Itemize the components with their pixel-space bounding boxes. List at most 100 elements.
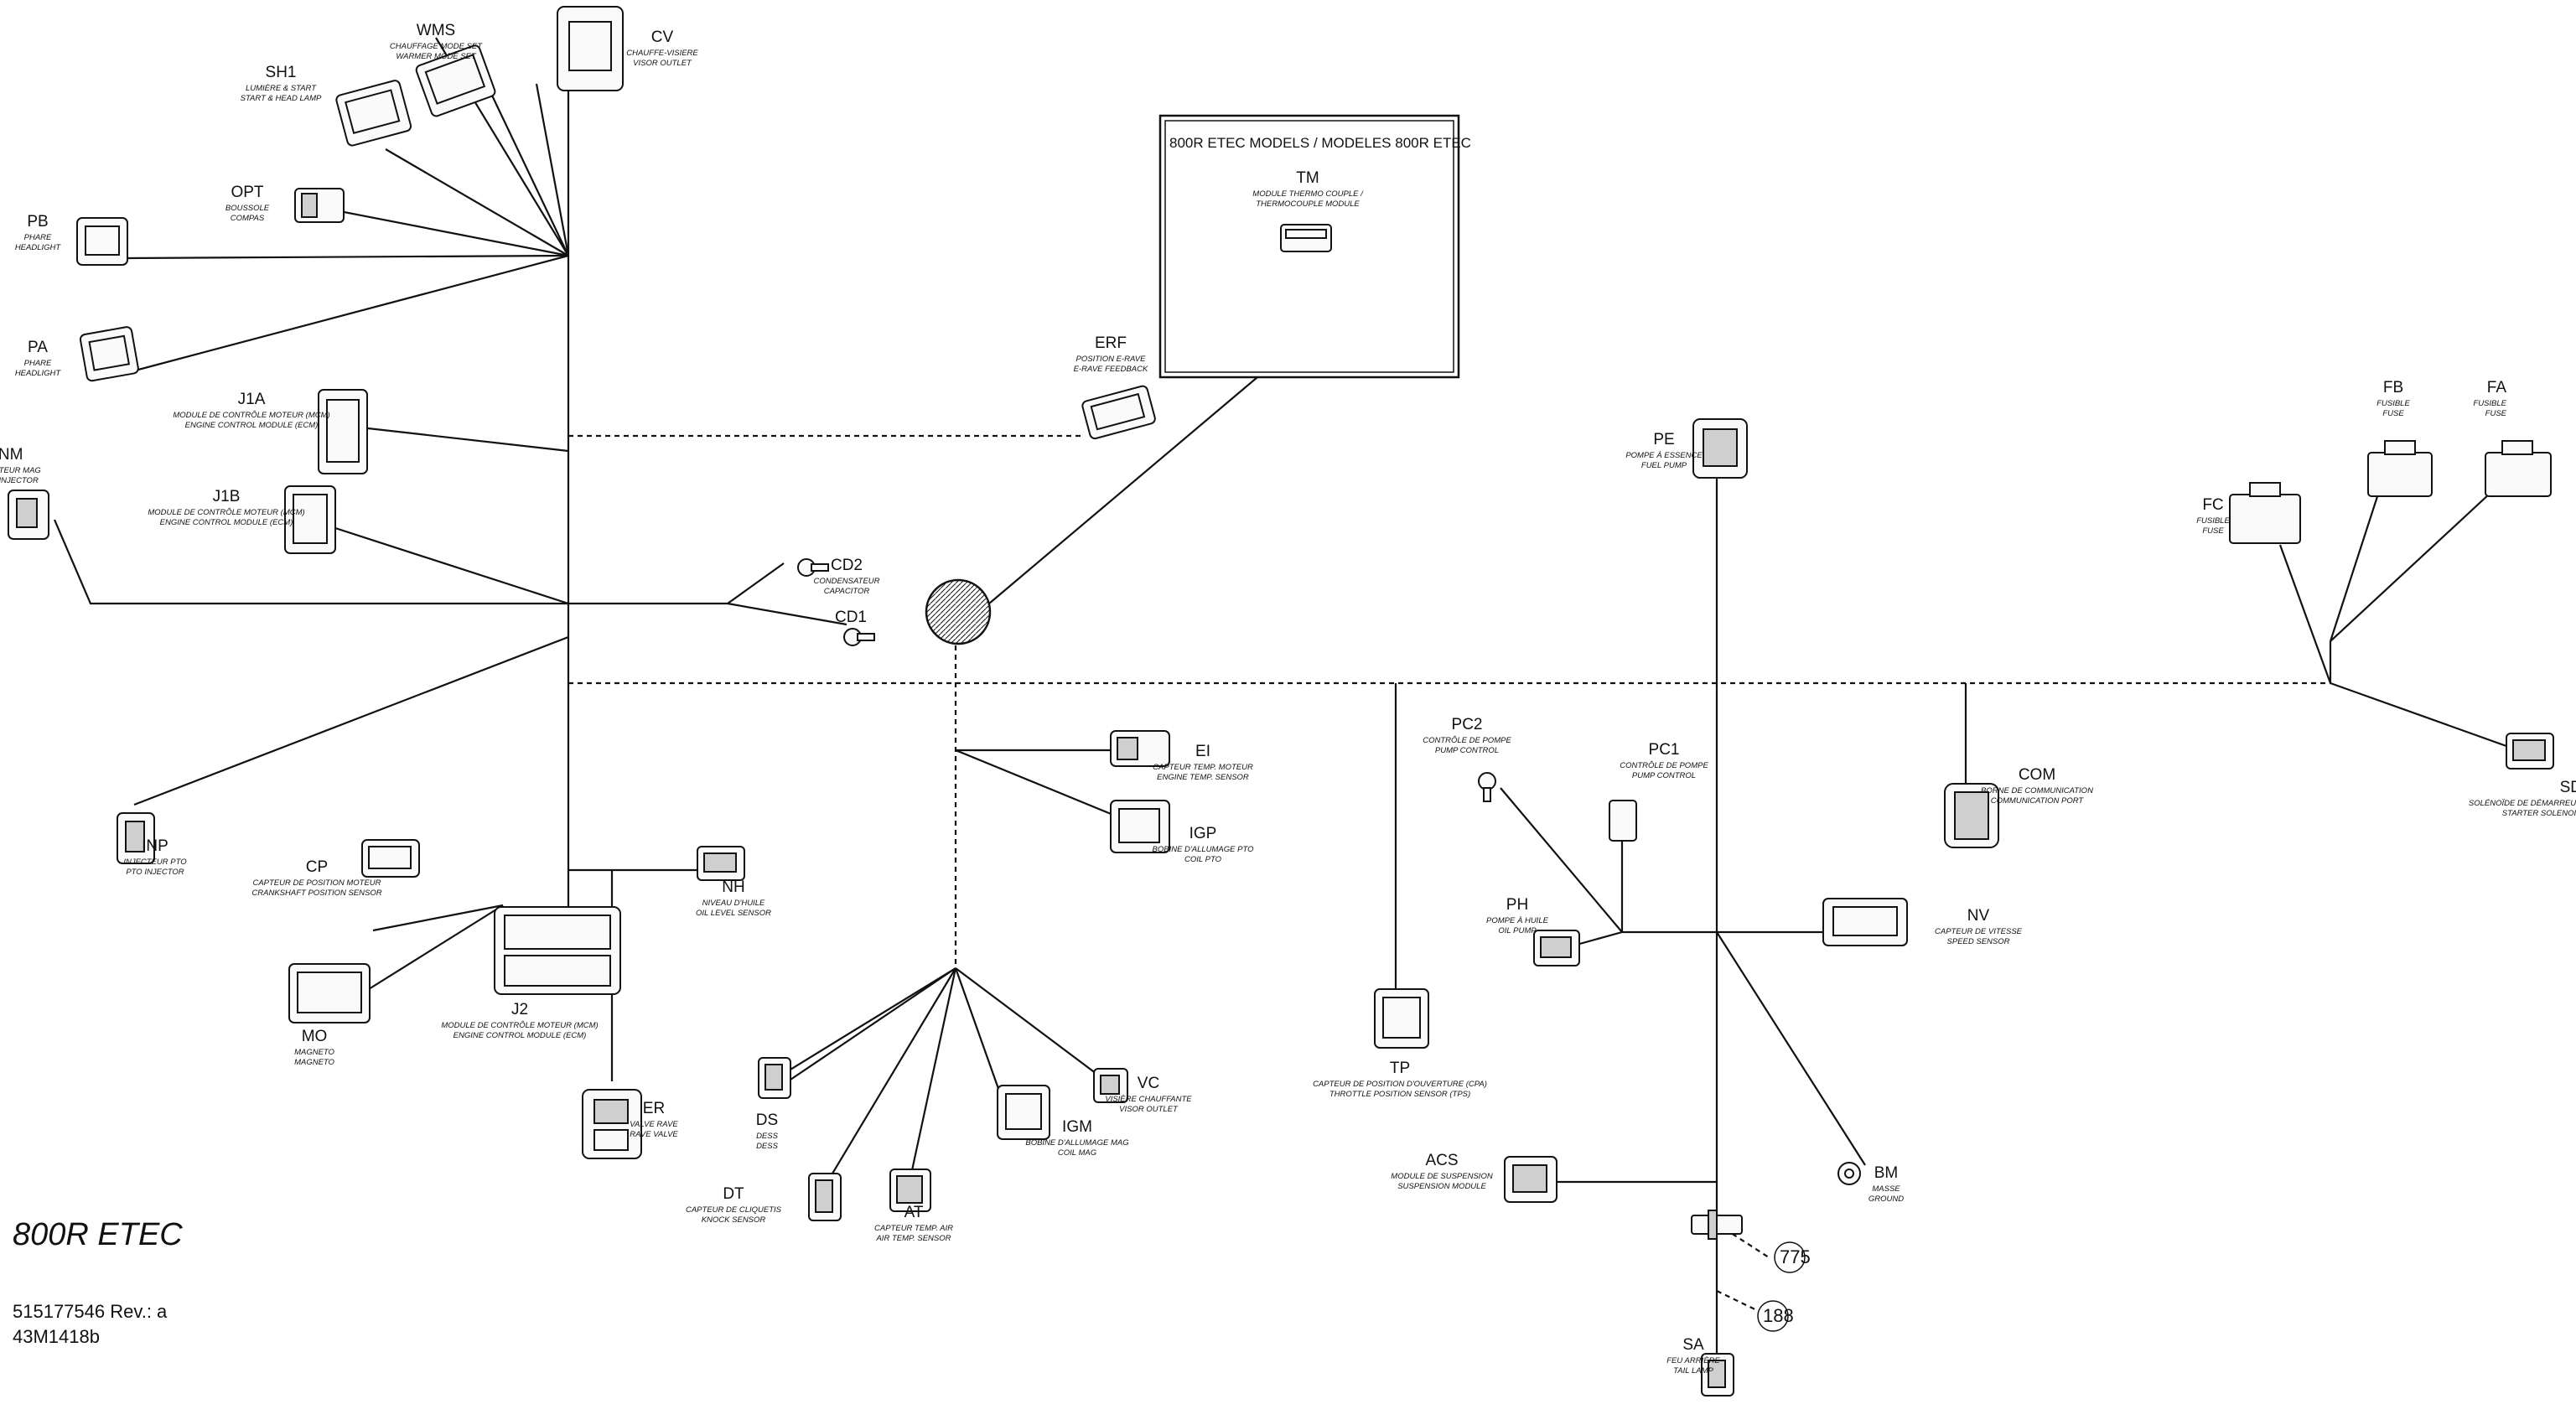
label-inm: INM INJECTEUR MAGMAG INJECTOR xyxy=(0,446,41,485)
label-fa-code: FA xyxy=(2487,379,2507,396)
label-er-code: ER xyxy=(643,1100,665,1117)
label-ei-l1: CAPTEUR TEMP. MOTEUR xyxy=(1153,763,1253,772)
label-sh1-l2: START & HEAD LAMP xyxy=(241,94,322,103)
cp-connector-icon xyxy=(361,839,420,878)
fb-fuse-icon xyxy=(2367,440,2433,497)
mo-connector-icon xyxy=(288,963,371,1023)
label-erf-code: ERF xyxy=(1095,334,1127,352)
label-mo-l1: MAGNETO xyxy=(294,1048,334,1057)
label-j1b-l2: ENGINE CONTROL MODULE (ECM) xyxy=(160,518,293,527)
label-sa-code: SA xyxy=(1682,1336,1704,1354)
label-ei-l2: ENGINE TEMP. SENSOR xyxy=(1157,773,1249,782)
label-erf-l2: E-RAVE FEEDBACK xyxy=(1074,365,1148,374)
label-sd-l2: STARTER SOLENOID xyxy=(2502,809,2576,818)
label-bm-l1: MASSE xyxy=(1872,1184,1900,1194)
sa-connector-icon xyxy=(1701,1353,1734,1396)
label-nh-l1: NIVEAU D'HUILE xyxy=(702,899,765,908)
label-pc2-l1: CONTRÔLE DE POMPE xyxy=(1423,736,1511,745)
nv-connector-icon xyxy=(1822,898,1908,946)
label-ds-l1: DESS xyxy=(756,1132,779,1141)
label-j1b-code: J1B xyxy=(213,488,241,505)
label-sd-code: SD xyxy=(2560,779,2576,796)
label-tm-l1: MODULE THERMO COUPLE / xyxy=(1252,189,1364,199)
label-vc-l1: VISIÈRE CHAUFFANTE xyxy=(1105,1095,1192,1104)
label-mo-code: MO xyxy=(302,1028,328,1045)
label-pc1-code: PC1 xyxy=(1649,741,1680,759)
label-com-l1: BORNE DE COMMUNICATION xyxy=(1981,786,2093,795)
label-pc2-code: PC2 xyxy=(1452,716,1483,733)
label-ph-l1: POMPE À HUILE xyxy=(1486,916,1549,925)
label-dt-l2: KNOCK SENSOR xyxy=(702,1215,766,1225)
label-fc-code: FC xyxy=(2202,496,2223,514)
acs-connector-icon xyxy=(1504,1156,1558,1203)
label-cd2-l1: CONDENSATEUR xyxy=(814,577,880,586)
label-fb-l2: FUSE xyxy=(2382,409,2404,418)
label-acs-l2: SUSPENSION MODULE xyxy=(1397,1182,1486,1191)
label-pc2-l2: PUMP CONTROL xyxy=(1435,746,1499,755)
label-wms-l1: CHAUFFAGE MODE SET xyxy=(390,42,483,51)
label-inm-code: INM xyxy=(0,446,23,464)
label-igm-code: IGM xyxy=(1062,1118,1092,1136)
bm-terminal-icon xyxy=(1837,1162,1861,1185)
pb-connector-icon xyxy=(76,217,128,266)
ref-188-circle xyxy=(1757,1300,1789,1332)
label-nv-l1: CAPTEUR DE VITESSE xyxy=(1935,927,2023,936)
ds-connector-icon xyxy=(758,1057,791,1099)
sh1-connector-icon xyxy=(335,80,412,147)
label-fc-l1: FUSIBLE xyxy=(2196,516,2230,526)
label-nv-code: NV xyxy=(1967,907,1990,925)
label-fa-l1: FUSIBLE xyxy=(2473,399,2506,408)
label-igm-l2: COIL MAG xyxy=(1058,1148,1096,1158)
label-sh1-code: SH1 xyxy=(266,64,297,81)
label-pc1-l1: CONTRÔLE DE POMPE xyxy=(1620,761,1708,770)
inset-box: 800R ETEC MODELS / MODELES 800R ETEC xyxy=(1158,114,1471,379)
com-connector-icon xyxy=(1944,783,1999,848)
connector-icons xyxy=(8,6,2554,1396)
label-inm-l2: MAG INJECTOR xyxy=(0,476,39,485)
label-fa-l2: FUSE xyxy=(2485,409,2507,418)
label-igp-l2: COIL PTO xyxy=(1184,855,1222,864)
dt-connector-icon xyxy=(808,1173,842,1221)
label-erf-l1: POSITION E-RAVE xyxy=(1076,355,1147,364)
label-ei-code: EI xyxy=(1195,743,1210,760)
label-vc-l2: VISOR OUTLET xyxy=(1119,1105,1179,1114)
label-fb-l1: FUSIBLE xyxy=(2376,399,2410,408)
j1b-connector-icon xyxy=(284,485,336,554)
label-inm-l1: INJECTEUR MAG xyxy=(0,466,41,475)
label-ph-l2: OIL PUMP xyxy=(1498,926,1537,935)
label-at-l1: CAPTEUR TEMP. AIR xyxy=(874,1224,953,1233)
wms-connector-icon xyxy=(415,44,496,117)
label-j1a-l1: MODULE DE CONTRÔLE MOTEUR (MCM) xyxy=(173,411,329,420)
ref-775: 775 xyxy=(1780,1246,1811,1267)
cd1-terminal-icon xyxy=(843,628,875,646)
label-pe-l2: FUEL PUMP xyxy=(1641,461,1687,470)
label-cd1: CD1 xyxy=(835,609,867,626)
label-opt-l1: BOUSSOLE xyxy=(225,204,270,213)
label-nv-l2: SPEED SENSOR xyxy=(1947,937,2010,946)
label-ds-l2: DESS xyxy=(756,1142,779,1151)
vc-connector-icon xyxy=(1093,1068,1128,1103)
label-cd2-l2: CAPACITOR xyxy=(824,587,870,596)
label-j2-l1: MODULE DE CONTRÔLE MOTEUR (MCM) xyxy=(441,1021,598,1030)
label-tp-code: TP xyxy=(1390,1060,1410,1077)
j1a-connector-icon xyxy=(318,389,368,474)
label-com-l2: COMMUNICATION PORT xyxy=(1991,796,2085,806)
